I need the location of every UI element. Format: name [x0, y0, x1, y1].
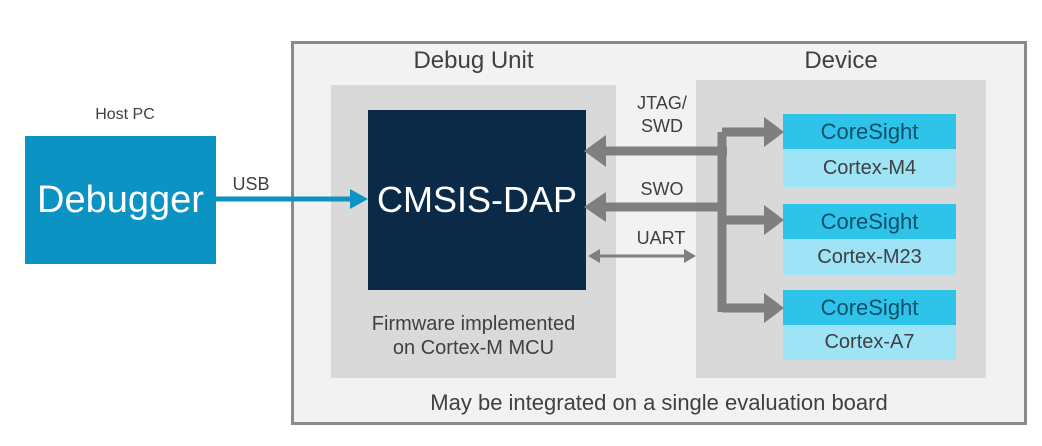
debug-unit-title: Debug Unit [413, 47, 534, 74]
coresight-box-2: CoreSight [783, 204, 956, 239]
usb-label: USB [232, 174, 270, 194]
cortex-a7-box: Cortex-A7 [783, 325, 956, 360]
firmware-label: Firmware implemented on Cortex-M MCU [331, 312, 616, 360]
uart-arrowhead-right [684, 249, 696, 263]
firmware-line1: Firmware implemented [371, 313, 576, 335]
usb-arrowhead [350, 189, 368, 209]
uart-label: UART [636, 228, 686, 248]
jtag-swd-label: JTAG/ SWD [626, 92, 698, 137]
coresight-box-1: CoreSight [783, 114, 956, 149]
cortex-m23-box: Cortex-M23 [783, 239, 956, 275]
host-pc-label: Host PC [95, 106, 155, 123]
jtag-label: JTAG/ [637, 93, 687, 113]
cmsis-dap-box: CMSIS-DAP [368, 110, 586, 290]
uart-arrowhead-left [588, 249, 600, 263]
arrowhead-a7 [764, 293, 784, 323]
swd-label: SWD [641, 115, 683, 136]
footer-note: May be integrated on a single evaluation… [430, 390, 888, 415]
firmware-line2: on Cortex-M MCU [392, 337, 555, 359]
device-title: Device [804, 47, 878, 74]
swo-arrowhead-left [584, 192, 606, 222]
jtag-arrowhead-left [584, 135, 606, 167]
arrowhead-m4 [764, 117, 784, 147]
coresight-box-3: CoreSight [783, 290, 956, 325]
cortex-m4-box: Cortex-M4 [783, 149, 956, 187]
arrowhead-m23 [764, 205, 784, 235]
swo-label: SWO [640, 179, 684, 199]
debugger-box: Debugger [25, 136, 216, 264]
